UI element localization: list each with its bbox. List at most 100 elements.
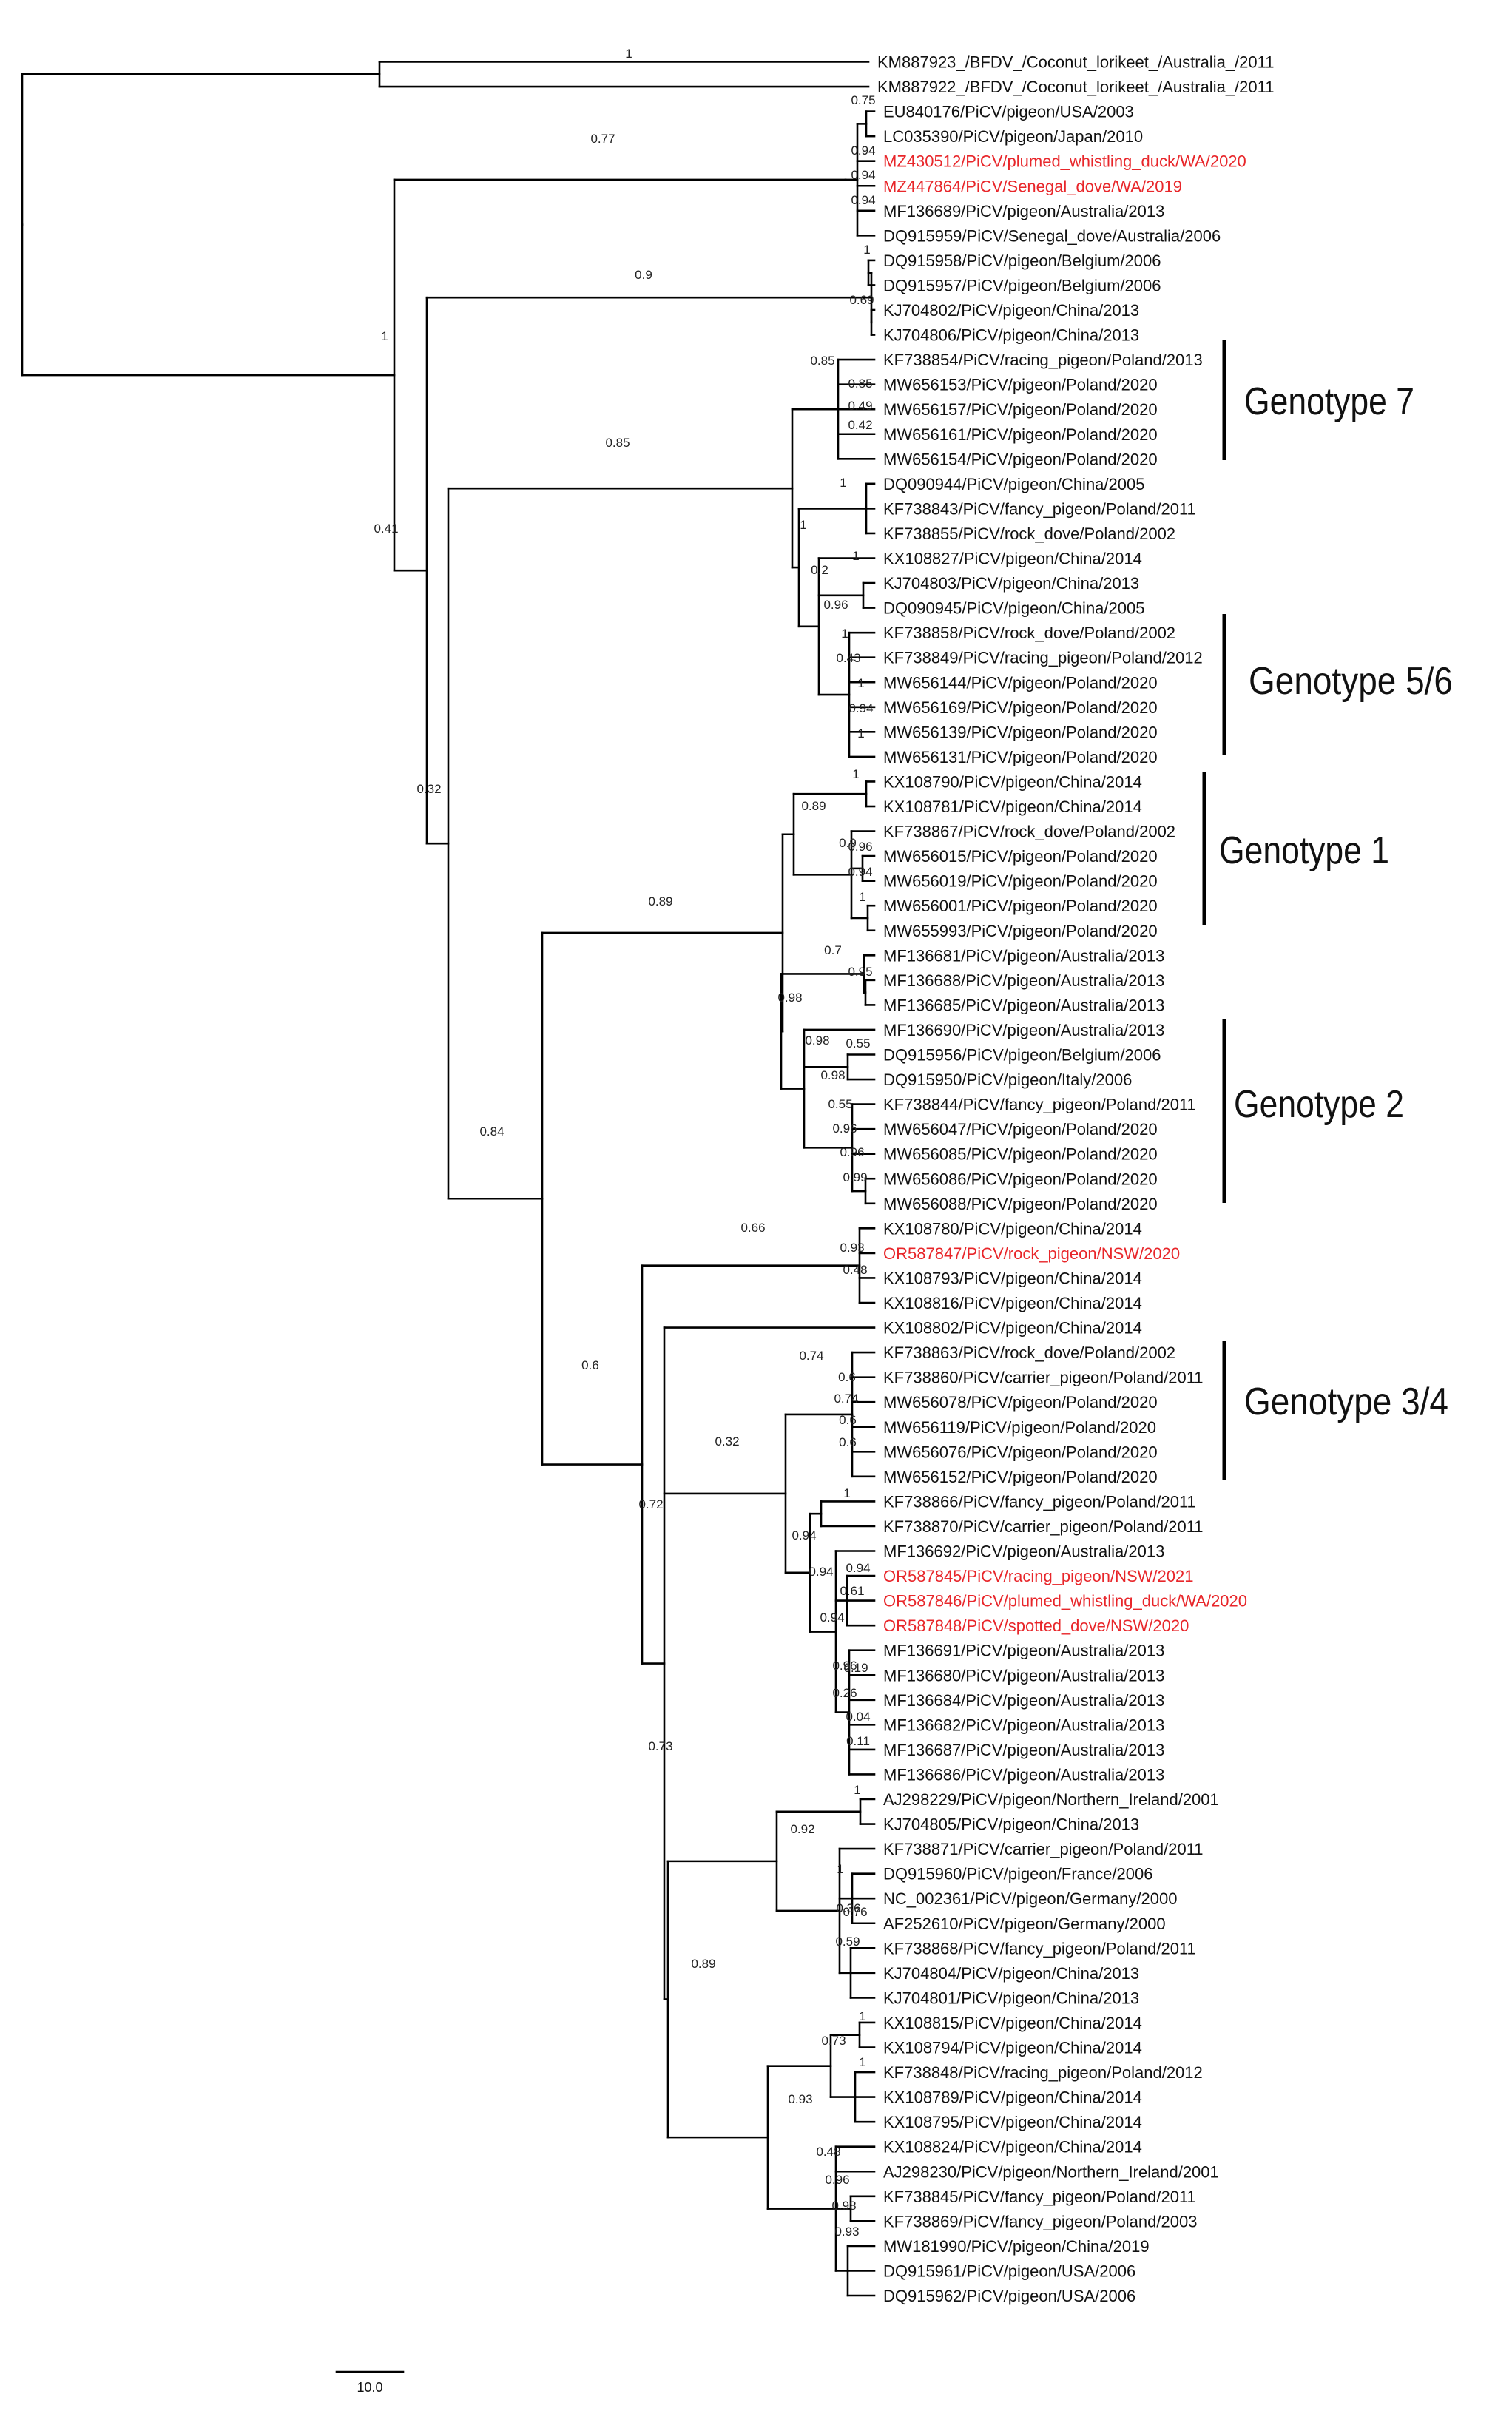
genotype-label: Genotype 5/6 xyxy=(1249,660,1453,703)
tip-label: KF738855/PiCV/rock_dove/Poland/2002 xyxy=(883,525,1175,543)
support-value: 0.98 xyxy=(777,991,802,1005)
support-value: 0.2 xyxy=(811,563,828,577)
tip-label: KM887922_/BFDV_/Coconut_lorikeet_/Austra… xyxy=(877,78,1274,96)
tip-label: MF136686/PiCV/pigeon/Australia/2013 xyxy=(883,1765,1164,1784)
tip-label: MW656088/PiCV/pigeon/Poland/2020 xyxy=(883,1195,1158,1213)
support-value: 0.94 xyxy=(848,865,872,879)
tip-label: LC035390/PiCV/pigeon/Japan/2010 xyxy=(883,127,1143,146)
support-value: 0.96 xyxy=(823,598,848,612)
tip-label: MW655993/PiCV/pigeon/Poland/2020 xyxy=(883,922,1158,940)
tip-label: KF738844/PiCV/fancy_pigeon/Poland/2011 xyxy=(883,1096,1196,1114)
support-value: 0.98 xyxy=(831,2199,856,2213)
tip-label: KX108793/PiCV/pigeon/China/2014 xyxy=(883,1269,1142,1287)
support-value: 0.77 xyxy=(590,132,615,146)
tip-label: KF738869/PiCV/fancy_pigeon/Poland/2003 xyxy=(883,2212,1197,2230)
tip-label: MF136682/PiCV/pigeon/Australia/2013 xyxy=(883,1716,1164,1734)
support-value: 0.7 xyxy=(824,943,842,957)
tip-label: MF136681/PiCV/pigeon/Australia/2013 xyxy=(883,946,1164,965)
tip-label: MW656076/PiCV/pigeon/Poland/2020 xyxy=(883,1443,1158,1461)
support-value: 0.26 xyxy=(832,1686,857,1700)
genotype-label: Genotype 1 xyxy=(1219,829,1389,872)
tip-label: KJ704802/PiCV/pigeon/China/2013 xyxy=(883,301,1139,320)
tip-label: MF136692/PiCV/pigeon/Australia/2013 xyxy=(883,1542,1164,1561)
tip-label: KX108781/PiCV/pigeon/China/2014 xyxy=(883,798,1142,816)
tip-label: KF738845/PiCV/fancy_pigeon/Poland/2011 xyxy=(883,2188,1196,2206)
tip-label: AJ298229/PiCV/pigeon/Northern_Ireland/20… xyxy=(883,1790,1219,1809)
support-value: 0.73 xyxy=(648,1739,672,1753)
support-value: 0.55 xyxy=(828,1097,852,1111)
tip-label: KF738854/PiCV/racing_pigeon/Poland/2013 xyxy=(883,351,1203,369)
support-value: 0.98 xyxy=(805,1033,829,1048)
support-value: 0.6 xyxy=(839,1435,857,1449)
support-value: 0.75 xyxy=(851,93,875,107)
support-value: 1 xyxy=(857,726,864,741)
tip-label: KX108795/PiCV/pigeon/China/2014 xyxy=(883,2113,1142,2131)
tip-label: KF738858/PiCV/rock_dove/Poland/2002 xyxy=(883,624,1175,642)
support-value: 0.94 xyxy=(851,168,875,182)
tip-label: MW656131/PiCV/pigeon/Poland/2020 xyxy=(883,748,1158,766)
tip-label: MF136689/PiCV/pigeon/Australia/2013 xyxy=(883,202,1164,220)
tip-label: KX108794/PiCV/pigeon/China/2014 xyxy=(883,2039,1142,2057)
support-value: 0.6 xyxy=(581,1358,599,1372)
tip-label: DQ915958/PiCV/pigeon/Belgium/2006 xyxy=(883,252,1161,270)
tip-label: DQ090944/PiCV/pigeon/China/2005 xyxy=(883,475,1144,493)
support-value: 1 xyxy=(381,329,388,343)
support-value: 0.69 xyxy=(849,293,874,307)
support-value: 1 xyxy=(852,549,859,563)
tip-label: DQ915962/PiCV/pigeon/USA/2006 xyxy=(883,2287,1135,2305)
support-value: 0.32 xyxy=(715,1434,739,1449)
tip-label: KF738848/PiCV/racing_pigeon/Poland/2012 xyxy=(883,2063,1203,2082)
support-value: 1 xyxy=(841,627,848,641)
support-value: 0.61 xyxy=(840,1584,864,1598)
tip-label: KF738866/PiCV/fancy_pigeon/Poland/2011 xyxy=(883,1492,1196,1511)
tip-label: KX108816/PiCV/pigeon/China/2014 xyxy=(883,1294,1142,1312)
tip-label: MF136690/PiCV/pigeon/Australia/2013 xyxy=(883,1021,1164,1039)
support-value: 0.92 xyxy=(790,1822,814,1836)
support-value: 0.89 xyxy=(648,894,672,908)
support-value: 0.94 xyxy=(848,701,873,715)
tip-label-highlighted: MZ430512/PiCV/plumed_whistling_duck/WA/2… xyxy=(883,152,1246,171)
tip-label: MF136685/PiCV/pigeon/Australia/2013 xyxy=(883,996,1164,1014)
tip-labels: KM887923_/BFDV_/Coconut_lorikeet_/Austra… xyxy=(877,53,1274,2306)
support-value: 0.89 xyxy=(691,1957,715,1971)
tip-label: KJ704806/PiCV/pigeon/China/2013 xyxy=(883,326,1139,345)
tip-label: DQ915960/PiCV/pigeon/France/2006 xyxy=(883,1865,1152,1884)
support-value: 0.74 xyxy=(834,1392,858,1406)
support-value: 0.93 xyxy=(840,1241,864,1255)
support-value: 0.85 xyxy=(810,354,834,368)
tip-label: KF738871/PiCV/carrier_pigeon/Poland/2011 xyxy=(883,1840,1204,1858)
tip-label: DQ915959/PiCV/Senegal_dove/Australia/200… xyxy=(883,226,1221,245)
support-value: 0.48 xyxy=(843,1263,867,1277)
tip-label: MW656161/PiCV/pigeon/Poland/2020 xyxy=(883,425,1158,444)
tree-branches xyxy=(21,61,876,2297)
support-value: 0.76 xyxy=(843,1905,867,1919)
tip-label: MF136684/PiCV/pigeon/Australia/2013 xyxy=(883,1691,1164,1710)
support-value: 1 xyxy=(843,1486,850,1500)
support-value: 0.93 xyxy=(834,2225,859,2239)
support-value: 0.11 xyxy=(846,1734,870,1748)
support-values: 10.770.750.940.940.9410.910.690.850.850.… xyxy=(374,47,875,2239)
support-value: 1 xyxy=(863,243,870,257)
support-value: 0.96 xyxy=(825,2173,849,2187)
tip-label: MW656019/PiCV/pigeon/Poland/2020 xyxy=(883,872,1158,891)
tip-label: MW181990/PiCV/pigeon/China/2019 xyxy=(883,2237,1150,2256)
scale-bar: 10.0 xyxy=(335,2370,405,2395)
support-value: 0.36 xyxy=(836,1901,860,1915)
tip-label: MW656157/PiCV/pigeon/Poland/2020 xyxy=(883,400,1158,419)
support-value: 0.9 xyxy=(635,268,652,282)
tip-label: KJ704801/PiCV/pigeon/China/2013 xyxy=(883,1989,1139,2007)
tip-label: KX108790/PiCV/pigeon/China/2014 xyxy=(883,772,1142,791)
support-value: 0.49 xyxy=(848,399,872,413)
tip-label: AJ298230/PiCV/pigeon/Northern_Ireland/20… xyxy=(883,2162,1219,2181)
support-value: 0.72 xyxy=(638,1497,663,1511)
genotype-label: Genotype 7 xyxy=(1244,380,1414,423)
genotype-label: Genotype 2 xyxy=(1234,1083,1404,1126)
support-value: 0.42 xyxy=(848,418,872,432)
tip-label-highlighted: OR587845/PiCV/racing_pigeon/NSW/2021 xyxy=(883,1567,1193,1585)
tip-label: KF738860/PiCV/carrier_pigeon/Poland/2011 xyxy=(883,1369,1204,1387)
support-value: 1 xyxy=(854,1783,860,1797)
support-value: 0.19 xyxy=(843,1661,868,1675)
support-value: 0.94 xyxy=(851,144,875,158)
tip-label-highlighted: OR587846/PiCV/plumed_whistling_duck/WA/2… xyxy=(883,1592,1247,1611)
